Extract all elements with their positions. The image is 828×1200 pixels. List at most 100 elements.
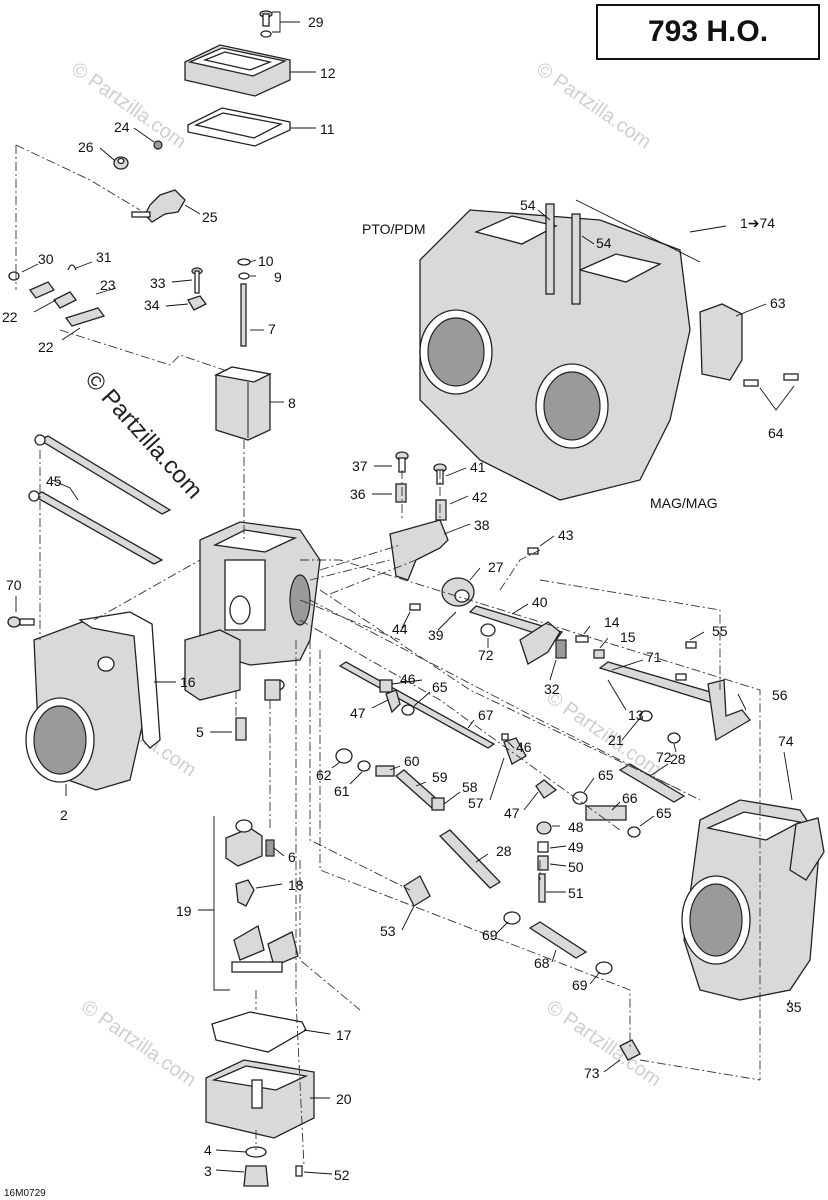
callout-70: 70 bbox=[6, 577, 22, 593]
callout-55: 55 bbox=[712, 623, 728, 639]
label-pto-pdm: PTO/PDM bbox=[362, 221, 426, 237]
alignment-lines bbox=[15, 144, 761, 1167]
callout-56: 56 bbox=[772, 687, 788, 703]
diagram-code: 16M0729 bbox=[4, 1188, 46, 1199]
callout-68: 68 bbox=[534, 955, 550, 971]
title-box: 793 H.O. bbox=[596, 4, 820, 60]
callout-labels: 29 12 11 24 26 25 30 31 23 22 22 33 10 9… bbox=[2, 14, 802, 1183]
callout-48: 48 bbox=[568, 819, 584, 835]
callout-47: 47 bbox=[350, 705, 366, 721]
callout-28: 28 bbox=[670, 751, 686, 767]
callout-32: 32 bbox=[544, 681, 560, 697]
top-cover-group bbox=[8, 10, 291, 327]
callout-29: 29 bbox=[308, 14, 324, 30]
clip-47-icon bbox=[385, 689, 401, 714]
label-mag-mag: MAG/MAG bbox=[650, 495, 718, 511]
callout-23: 23 bbox=[100, 277, 116, 293]
spring-42-icon bbox=[435, 499, 447, 521]
lever-25-icon bbox=[131, 189, 186, 223]
clip-65c-icon bbox=[627, 826, 641, 838]
callout-7: 7 bbox=[268, 321, 276, 337]
callout-66: 66 bbox=[622, 790, 638, 806]
slide-8-icon bbox=[213, 366, 273, 441]
callout-30: 30 bbox=[38, 251, 54, 267]
callout-18: 18 bbox=[288, 877, 304, 893]
screw-70-icon bbox=[7, 616, 35, 628]
callout-72: 72 bbox=[478, 647, 494, 663]
hose-68-icon bbox=[528, 921, 588, 959]
rod-28b-icon bbox=[438, 829, 502, 889]
callout-45: 45 bbox=[46, 473, 62, 489]
callout-60: 60 bbox=[404, 753, 420, 769]
callout-25: 25 bbox=[202, 209, 218, 225]
fitting-53-icon bbox=[403, 875, 431, 907]
rod-67-icon bbox=[338, 661, 496, 749]
screw-64b-icon bbox=[783, 373, 799, 381]
label-range: 1➔74 bbox=[740, 215, 775, 231]
clip-47b-icon bbox=[535, 779, 558, 799]
gasket-17-icon bbox=[211, 1011, 307, 1053]
callout-53: 53 bbox=[380, 923, 396, 939]
callout-37: 37 bbox=[352, 458, 368, 474]
callout-20: 20 bbox=[336, 1091, 352, 1107]
carb-body-icon bbox=[184, 521, 321, 701]
callout-34: 34 bbox=[144, 297, 160, 313]
callout-22b: 22 bbox=[38, 339, 54, 355]
links-icon bbox=[8, 264, 106, 327]
washer-72-icon bbox=[480, 623, 496, 637]
callout-38: 38 bbox=[474, 517, 490, 533]
callout-12: 12 bbox=[320, 65, 336, 81]
float-19-icon bbox=[231, 925, 299, 973]
callout-54b: 54 bbox=[596, 235, 612, 251]
screw-52-icon bbox=[295, 1165, 303, 1177]
screw-55-icon bbox=[685, 641, 697, 649]
leader-lines bbox=[15, 11, 795, 1175]
callout-15: 15 bbox=[620, 629, 636, 645]
callout-41: 41 bbox=[470, 459, 486, 475]
spring-27-icon bbox=[441, 577, 475, 607]
page-title: 793 H.O. bbox=[647, 15, 769, 48]
callout-46: 46 bbox=[400, 671, 416, 687]
jet-5-icon bbox=[235, 717, 247, 741]
callout-54: 54 bbox=[520, 197, 536, 213]
callout-65: 65 bbox=[432, 679, 448, 695]
spring-66-icon bbox=[585, 805, 627, 821]
screw-44-icon bbox=[409, 603, 421, 611]
callout-63: 63 bbox=[770, 295, 786, 311]
callout-59: 59 bbox=[432, 769, 448, 785]
callout-33: 33 bbox=[150, 275, 166, 291]
sensor-63-icon bbox=[699, 303, 743, 381]
callout-17: 17 bbox=[336, 1027, 352, 1043]
callout-58: 58 bbox=[462, 779, 478, 795]
linkage-group bbox=[335, 451, 751, 1061]
carb-assembly-top-icon bbox=[419, 203, 799, 501]
callout-13: 13 bbox=[628, 707, 644, 723]
callout-43: 43 bbox=[558, 527, 574, 543]
callout-39: 39 bbox=[428, 627, 444, 643]
callout-19: 19 bbox=[176, 903, 192, 919]
adjuster-48-icon bbox=[536, 821, 552, 835]
washer-72b-icon bbox=[667, 732, 681, 744]
screw-14-icon bbox=[575, 635, 589, 643]
callout-51: 51 bbox=[568, 885, 584, 901]
clip-34-icon bbox=[187, 295, 207, 311]
screw-37-icon bbox=[395, 451, 409, 473]
washer-61-icon bbox=[357, 760, 371, 772]
part-49-icon bbox=[537, 841, 549, 853]
callout-2: 2 bbox=[60, 807, 68, 823]
callout-47b: 47 bbox=[504, 805, 520, 821]
callout-72b: 72 bbox=[656, 749, 672, 765]
cover-12-icon bbox=[184, 44, 291, 97]
callout-28b: 28 bbox=[496, 843, 512, 859]
spring-36-icon bbox=[395, 483, 407, 503]
callout-11: 11 bbox=[320, 121, 335, 137]
needle-valve-6-icon bbox=[225, 819, 275, 867]
callout-22: 22 bbox=[2, 309, 18, 325]
callout-36: 36 bbox=[350, 486, 366, 502]
intake-2-icon bbox=[25, 621, 149, 791]
callout-69b: 69 bbox=[572, 977, 588, 993]
washer-10-icon bbox=[237, 258, 251, 266]
callout-3: 3 bbox=[204, 1163, 212, 1179]
needle-51-icon bbox=[538, 873, 546, 903]
needle-7-icon bbox=[240, 283, 247, 347]
